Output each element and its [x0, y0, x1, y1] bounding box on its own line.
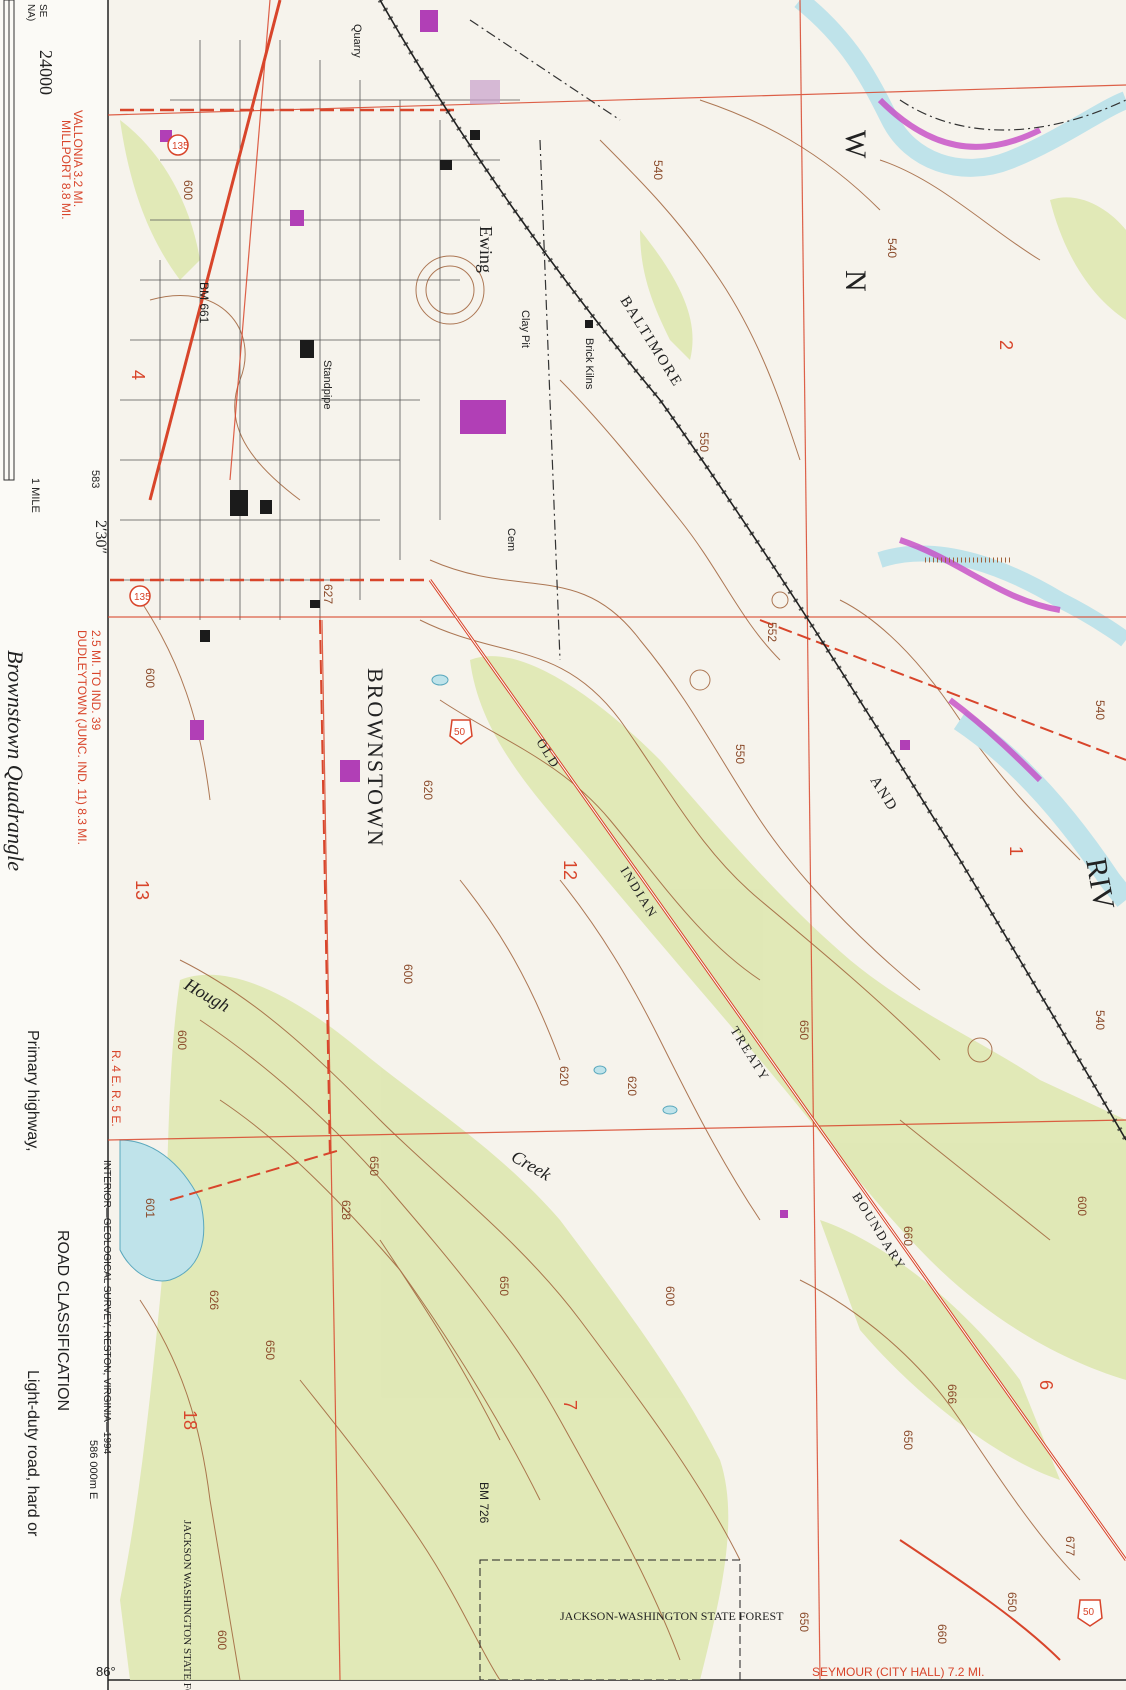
vallonia-label: VALLONIA 3.2 MI. — [71, 110, 85, 207]
forest-label-1: JACKSON-WASHINGTON STATE FOREST — [560, 1609, 784, 1623]
bottom-tick-label: 86° — [96, 1664, 116, 1679]
bench-mark-661: BM 661 — [197, 282, 211, 324]
latitude-small: 583 — [89, 470, 101, 488]
section-number: 2 — [996, 340, 1016, 350]
cemetery-label: Cem — [505, 528, 517, 551]
section-number: 4 — [128, 370, 148, 380]
route-number-50-b: 50 — [1083, 1607, 1095, 1618]
forest-label-2: JACKSON WASHINGTON STATE FOREST — [181, 1520, 193, 1690]
elev-label: 601 — [143, 1198, 157, 1218]
ind39-label: 2.5 MI. TO IND. 39 — [89, 630, 103, 731]
latitude-tick-label: 2′30″ — [92, 520, 109, 554]
elev-label: 650 — [263, 1340, 277, 1360]
elev-label: 600 — [1075, 1196, 1089, 1216]
elev-label: 628 — [339, 1200, 353, 1220]
elev-label: 620 — [625, 1076, 639, 1096]
scale-mile-label: 1 MILE — [29, 478, 41, 513]
buildings — [200, 130, 593, 642]
section-number: 6 — [1036, 1380, 1056, 1390]
seymour-label: SEYMOUR (CITY HALL) 7.2 MI. — [812, 1665, 984, 1679]
river — [794, 0, 1126, 907]
route-shield-135-a — [167, 134, 189, 156]
scale-fraction: 24000 — [36, 50, 56, 95]
millport-label: MILLPORT 8.8 MI. — [59, 120, 73, 220]
section-number: 1 — [1006, 846, 1026, 856]
railroad — [377, 0, 1126, 1142]
elev-label: 626 — [207, 1290, 221, 1310]
dudleytown-label: DUDLEYTOWN (JUNC. IND. 11) 8.3 MI. — [75, 630, 89, 845]
elev-label: 660 — [901, 1226, 915, 1246]
woodland-areas — [120, 120, 1126, 1680]
route-shield-135-b — [129, 585, 151, 607]
elev-label: 627 — [321, 584, 335, 604]
elev-label: 650 — [901, 1430, 915, 1450]
elev-label: 600 — [143, 668, 157, 688]
legend-primary-highway: Primary highway, — [24, 1030, 41, 1152]
elev-label: 550 — [697, 432, 711, 452]
elev-label: 552 — [765, 622, 779, 642]
grid-tick-label: 586 000m E — [87, 1440, 99, 1499]
elev-label: 620 — [557, 1066, 571, 1086]
town-street-grid — [120, 40, 520, 620]
scale-note-2: SE — [37, 4, 48, 18]
elev-label: 650 — [497, 1276, 511, 1296]
route-shield-50-a — [449, 719, 473, 745]
elev-label: 666 — [945, 1384, 959, 1404]
section-lines — [107, 0, 1126, 1681]
route-number-50-a: 50 — [454, 727, 466, 738]
elev-label: 650 — [797, 1020, 811, 1040]
elev-label: 620 — [421, 780, 435, 800]
section-number: 13 — [132, 880, 152, 900]
route-number-135-a: 135 — [172, 141, 189, 152]
elev-label: 650 — [1005, 1592, 1019, 1612]
contour-lines — [139, 99, 1081, 1681]
purple-revision-buildings — [160, 10, 910, 1218]
elev-label: 600 — [401, 964, 415, 984]
elev-label: 550 — [733, 744, 747, 764]
bench-mark-726: BM 726 — [477, 1482, 491, 1524]
legend-light-duty-road: Light-duty road, hard or — [24, 1370, 41, 1537]
route-number-135-b: 135 — [134, 592, 151, 603]
hatched-area — [470, 80, 500, 104]
section-number: 7 — [560, 1400, 580, 1410]
handwritten-annotation: Brownstown Quadrangle — [3, 650, 28, 871]
section-number: 12 — [560, 860, 580, 880]
clay-pit-label: Clay Pit — [519, 310, 531, 348]
map-margin — [0, 0, 108, 1690]
elev-label: 660 — [935, 1624, 949, 1644]
water-bodies — [119, 674, 678, 1282]
town-ewing: Ewing — [476, 226, 496, 273]
elev-label: 540 — [885, 238, 899, 258]
brick-kilns-label: Brick Kilns — [583, 338, 595, 390]
elev-label: 600 — [663, 1286, 677, 1306]
elev-label: 600 — [175, 1030, 189, 1050]
scale-note-1: NA) — [25, 4, 36, 21]
state-forest-boundary — [479, 1559, 741, 1681]
section-number: 18 — [180, 1410, 200, 1430]
quarry-label: Quarry — [351, 24, 363, 58]
river-letter-w: W — [839, 130, 872, 159]
elev-label: 677 — [1063, 1536, 1077, 1556]
standpipe-label: Standpipe — [321, 360, 333, 410]
river-letter-n: N — [839, 270, 872, 292]
elev-label: 540 — [1093, 700, 1107, 720]
publisher-label: INTERIOR—GEOLOGICAL SURVEY, RESTON, VIRG… — [101, 1160, 112, 1455]
elev-label: 540 — [651, 160, 665, 180]
elev-label: 540 — [1093, 1010, 1107, 1030]
range-label: R. 4 E. R. 5 E. — [109, 1050, 123, 1127]
elev-label: 600 — [215, 1630, 229, 1650]
elev-label: 650 — [367, 1156, 381, 1176]
elev-label: 600 — [181, 180, 195, 200]
county-boundary — [469, 19, 1126, 661]
elev-label: 650 — [797, 1612, 811, 1632]
legend-title: ROAD CLASSIFICATION — [54, 1230, 71, 1411]
town-brownstown: BROWNSTOWN — [363, 668, 388, 848]
route-shield-50-b — [1077, 1599, 1103, 1627]
